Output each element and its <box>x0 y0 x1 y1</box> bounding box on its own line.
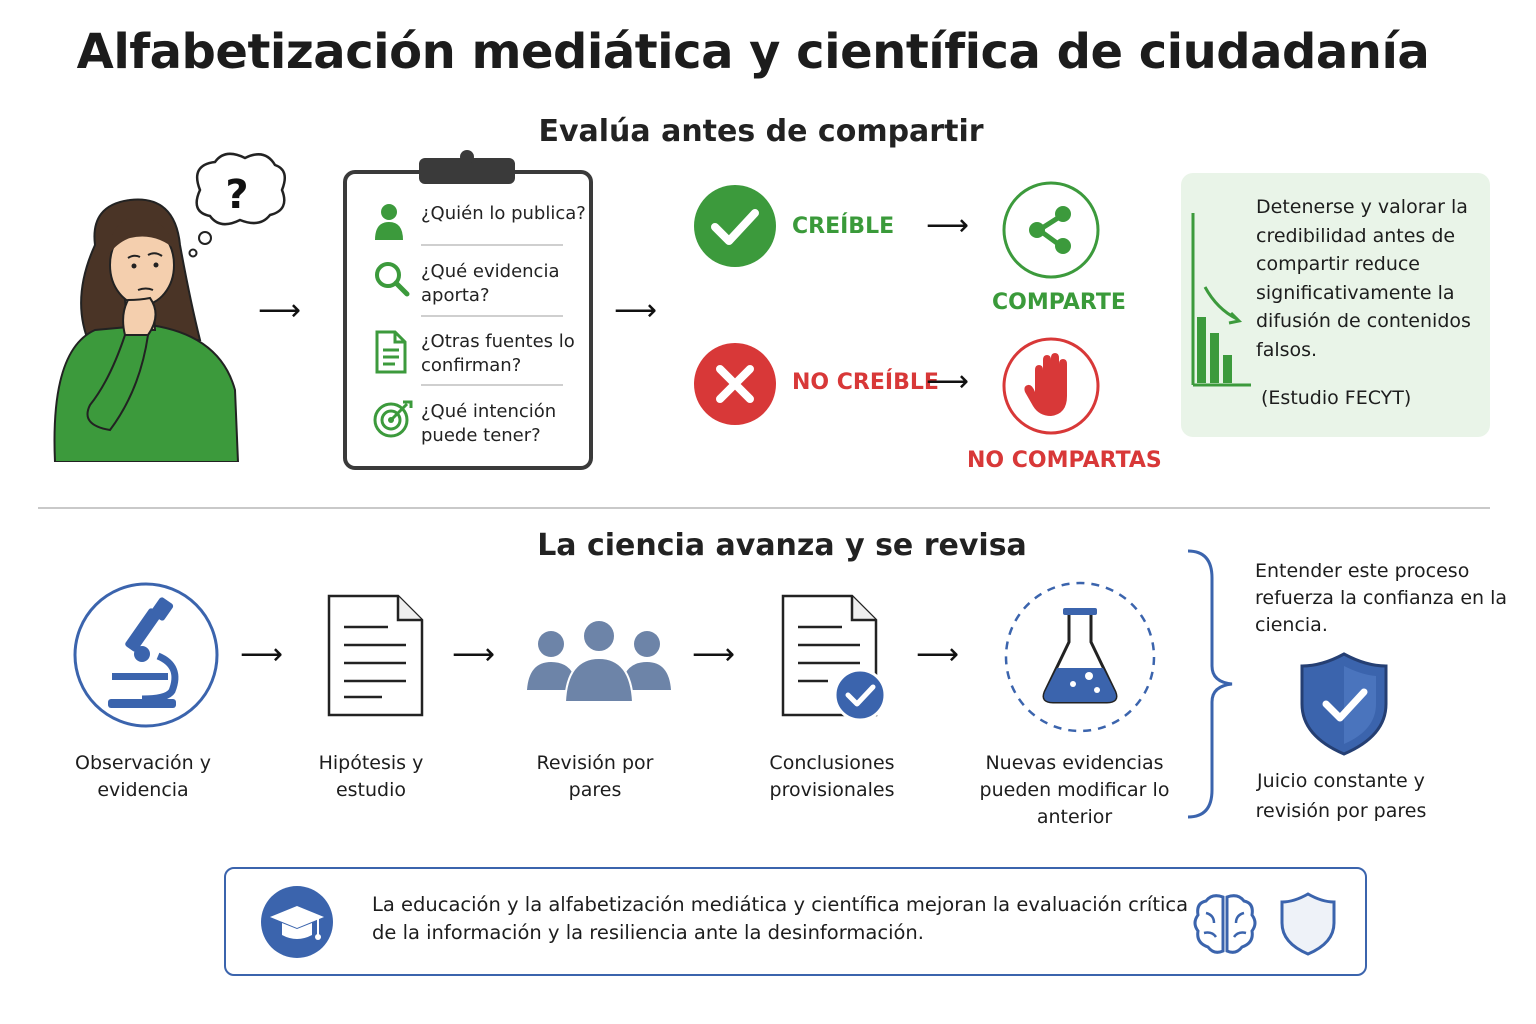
document-icon <box>327 594 424 717</box>
checklist-item-text: ¿Quién lo publica? <box>421 203 586 224</box>
step-label: Revisión por pares <box>536 752 654 801</box>
checklist-item-text: ¿Qué intención puede tener? <box>421 401 557 446</box>
checklist-item-text: ¿Otras fuentes lo confirman? <box>421 331 575 376</box>
graduation-cap-icon <box>261 886 333 958</box>
arrow-right-icon: ⟶ <box>452 637 496 672</box>
step-label: Hipótesis y estudio <box>318 752 424 801</box>
dont-share-label: NO COMPARTAS <box>967 448 1162 473</box>
arrow-right-icon: ⟶ <box>614 293 658 328</box>
question-mark: ? <box>225 172 248 218</box>
study-note-box: Detenerse y valorar la credibilidad ante… <box>1181 173 1490 437</box>
page-title: Alfabetización mediática y científica de… <box>76 24 1430 80</box>
divider <box>421 315 563 317</box>
flask-icon <box>1004 581 1156 733</box>
section-heading-evaluate: Evalúa antes de compartir <box>538 114 984 149</box>
thinking-person-illustration: ? <box>53 152 287 462</box>
right-brace-icon <box>1187 549 1233 819</box>
divider <box>421 244 563 246</box>
checklist-item-text: ¿Qué evidencia aporta? <box>421 261 560 306</box>
not-credible-label: NO CREÍBLE <box>792 370 939 395</box>
divider <box>421 384 563 386</box>
checklist-item: ¿Otras fuentes lo confirman? <box>373 330 593 386</box>
people-group-icon <box>527 619 671 703</box>
arrow-right-icon: ⟶ <box>692 637 736 672</box>
education-footer-box: La educación y la alfabetización mediáti… <box>224 867 1367 976</box>
arrow-right-icon: ⟶ <box>926 364 970 399</box>
section-divider <box>38 507 1490 509</box>
brain-icon <box>1193 894 1257 954</box>
shield-icon <box>1280 892 1336 956</box>
study-note-text: Detenerse y valorar la credibilidad ante… <box>1256 196 1471 361</box>
shield-label: Juicio constante y revisión por pares <box>1255 770 1427 822</box>
target-icon <box>373 400 413 438</box>
footer-text: La educación y la alfabetización mediáti… <box>372 893 1189 944</box>
study-source: (Estudio FECYT) <box>1261 387 1412 409</box>
document-check-icon <box>781 594 887 722</box>
step-label: Conclusiones provisionales <box>769 752 895 801</box>
arrow-right-icon: ⟶ <box>240 637 284 672</box>
science-summary-text: Entender este proceso refuerza la confia… <box>1255 560 1508 636</box>
cross-circle-icon <box>694 343 776 425</box>
step-label: Observación y evidencia <box>75 752 211 801</box>
checklist-item: ¿Qué intención puede tener? <box>373 400 593 456</box>
share-icon <box>1002 181 1100 279</box>
arrow-right-icon: ⟶ <box>258 293 302 328</box>
clipboard-checklist: ¿Quién lo publica? ¿Qué evidencia aporta… <box>343 150 593 470</box>
person-icon <box>375 204 403 240</box>
share-label: COMPARTE <box>992 290 1126 315</box>
arrow-right-icon: ⟶ <box>916 637 960 672</box>
magnifier-icon <box>375 262 410 297</box>
step-label: Nuevas evidencias pueden modificar lo an… <box>979 752 1170 828</box>
credible-label: CREÍBLE <box>792 214 895 239</box>
stop-hand-icon <box>1002 337 1100 435</box>
thought-bubble-icon <box>188 152 287 258</box>
shield-check-icon <box>1300 652 1388 756</box>
document-icon <box>375 330 407 374</box>
check-circle-icon <box>694 185 776 267</box>
clipboard-icon <box>343 150 593 470</box>
microscope-icon <box>73 582 219 728</box>
checklist-item: ¿Quién lo publica? <box>373 202 593 252</box>
checklist-item: ¿Qué evidencia aporta? <box>373 260 593 316</box>
arrow-right-icon: ⟶ <box>926 208 970 243</box>
section-heading-science: La ciencia avanza y se revisa <box>537 528 1027 563</box>
declining-bar-chart-icon <box>1191 213 1251 387</box>
